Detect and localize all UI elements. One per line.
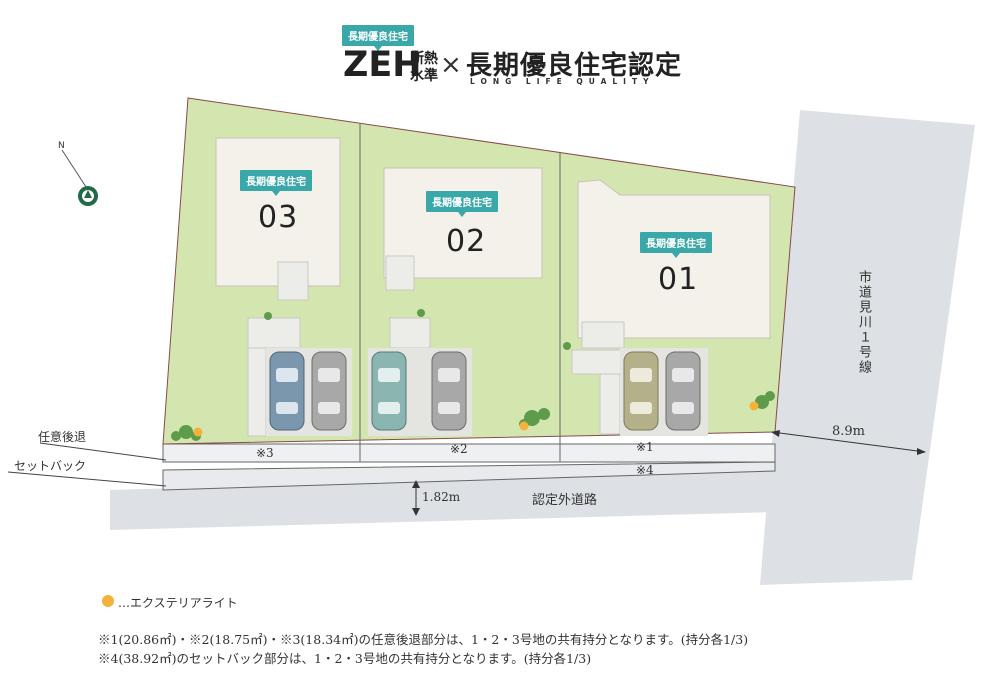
- porch-01: [581, 321, 625, 349]
- dim-city-road: [771, 431, 926, 453]
- main-subtitle: LONG LIFE QUALITY: [470, 77, 655, 86]
- porch-03: [277, 261, 309, 301]
- city-road-label: 市道見川１号線: [856, 270, 871, 375]
- setback-mark-2: ※2: [450, 442, 468, 456]
- certified-road-width: 1.82m: [422, 490, 461, 504]
- lot-01-badge: 長期優良住宅: [640, 232, 712, 258]
- voluntary-setback-strip: [162, 443, 776, 463]
- lot-01-number: 01: [658, 262, 699, 297]
- shrub-small-1: [264, 312, 272, 320]
- car-teal-02: [371, 351, 407, 431]
- path-02: [389, 317, 431, 349]
- voluntary-setback-arrow: [39, 442, 167, 461]
- exterior-light-01: [749, 401, 759, 411]
- zeh-logo: ZEH: [343, 45, 422, 85]
- shrub-03: [171, 425, 201, 441]
- shrub-small-2: [417, 309, 425, 317]
- lot-03-number: 03: [258, 200, 299, 235]
- city-road-width: 8.9m: [832, 424, 866, 439]
- compass-needle: [61, 149, 89, 191]
- setback-arrow: [7, 471, 167, 487]
- exterior-light-02: [519, 421, 529, 431]
- lot-02-number: 02: [446, 224, 487, 259]
- header-badge: 長期優良住宅: [342, 25, 414, 51]
- lot-02-badge: 長期優良住宅: [426, 191, 498, 217]
- car-silver-01: [665, 351, 701, 431]
- certified-road-label: 認定外道路: [532, 493, 598, 508]
- setback-mark-4: ※4: [636, 463, 654, 477]
- main-title: 長期優良住宅認定: [466, 51, 683, 81]
- times-sign: ×: [440, 50, 462, 80]
- car-khaki-01: [623, 351, 659, 431]
- path-03: [247, 317, 301, 349]
- setback-mark-1: ※1: [636, 440, 654, 454]
- compass-north-label: N: [58, 141, 65, 151]
- setback-label: セットバック: [14, 459, 87, 473]
- car-silver-02: [431, 351, 467, 431]
- shrub-small-3: [563, 342, 571, 350]
- setback-mark-3: ※3: [256, 446, 274, 460]
- voluntary-setback-label: 任意後退: [38, 430, 87, 444]
- compass-icon: [78, 186, 98, 206]
- city-road: [760, 110, 975, 585]
- shrub-01: [755, 391, 775, 409]
- lot-03-badge: 長期優良住宅: [240, 170, 312, 196]
- legend-light-icon: [102, 595, 114, 607]
- car-silver-03: [311, 351, 347, 431]
- legend-light-label: …エクステリアライト: [118, 596, 238, 610]
- house-01: [577, 179, 771, 339]
- zeh-sub-top: 断熱: [410, 51, 438, 67]
- zeh-sub-bottom: 水準: [410, 68, 438, 84]
- note-2: ※4(38.92㎡)のセットバック部分は、1・2・3号地の共有持分となります。(…: [98, 651, 592, 666]
- walk-03: [247, 347, 267, 437]
- porch-02: [385, 255, 415, 291]
- setback-strip: [163, 462, 775, 490]
- walk-01: [599, 373, 621, 435]
- note-1: ※1(20.86㎡)・※2(18.75㎡)・※3(18.34㎡)の任意後退部分は…: [98, 632, 749, 647]
- house-03: [215, 137, 341, 287]
- path-01: [571, 349, 623, 375]
- setback-strip-line: [162, 461, 776, 491]
- car-blue-03: [269, 351, 305, 431]
- exterior-light-03: [193, 427, 203, 437]
